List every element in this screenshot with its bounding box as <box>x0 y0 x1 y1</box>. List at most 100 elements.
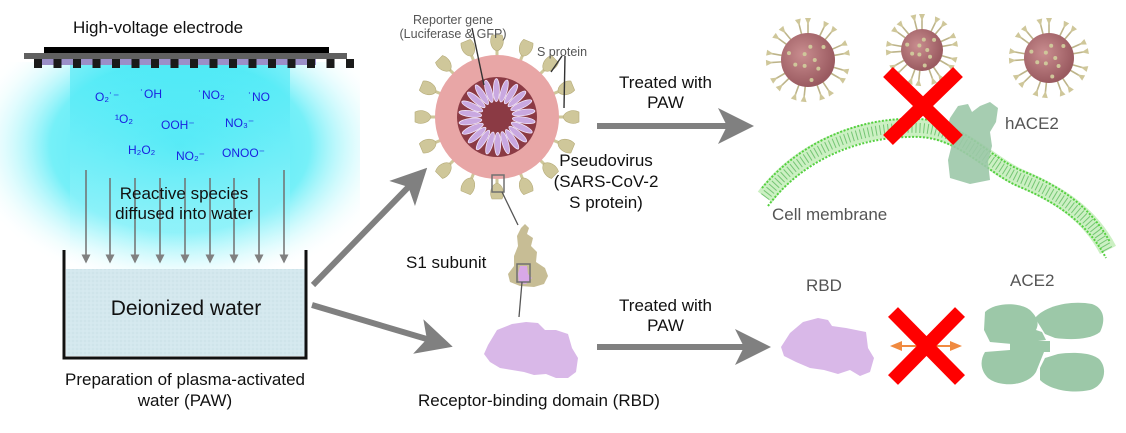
reporter-petal <box>458 117 483 126</box>
species-nitrite: NO₂⁻ <box>176 149 205 163</box>
reporter-petal <box>499 79 509 103</box>
reporter-petal <box>507 90 527 108</box>
blocked-binding-x-bottom <box>888 307 965 385</box>
rbd-shape <box>484 322 578 378</box>
hace2-receptor <box>946 102 998 184</box>
electrode-teeth <box>34 59 354 68</box>
bottom-treatment-line2: PAW <box>647 316 684 335</box>
electrode-tooth <box>73 59 81 68</box>
pseudovirus-particle <box>414 34 580 200</box>
diffusion-arrows <box>81 170 289 264</box>
reporter-leader-line <box>471 27 485 86</box>
spike-highlight-box <box>491 174 505 193</box>
reporter-petal <box>467 91 486 109</box>
electrode-tooth <box>248 59 257 68</box>
rbd-shape-treated <box>781 318 874 376</box>
cell-membrane <box>757 117 1117 259</box>
reporter-petal <box>511 116 536 125</box>
electrode-tooth <box>53 59 62 68</box>
reporter-petal <box>484 79 494 103</box>
reporter-petal <box>492 78 500 102</box>
reporter-petal <box>511 108 536 117</box>
water-container <box>62 250 308 360</box>
s1-subunit-label: S1 subunit <box>406 253 487 272</box>
virion <box>885 14 958 87</box>
s-protein-label: S protein <box>537 45 588 59</box>
diffusion-label-line1: Reactive species <box>119 184 249 203</box>
rbd-caption: Receptor-binding domain (RBD) <box>418 391 660 410</box>
species-nitric-oxide: ˙NO <box>248 90 270 104</box>
reporter-petal <box>508 125 527 143</box>
virion <box>1008 18 1089 99</box>
rbd-label: RBD <box>806 276 842 295</box>
reporter-petal <box>467 126 487 144</box>
reporter-gene-label-line2: (Luciferase & GFP) <box>399 27 507 41</box>
container-label: Deionized water <box>110 297 262 320</box>
top-treatment-line2: PAW <box>647 93 684 112</box>
reporter-petal <box>474 84 489 105</box>
species-hydroperoxyl: OOH⁻ <box>161 118 195 132</box>
reporter-gene <box>458 78 536 156</box>
electrode-tooth <box>92 59 101 68</box>
reporter-petal <box>503 83 519 105</box>
blocked-binding-x-top <box>883 66 963 146</box>
reporter-gene-label-line1: Reporter gene <box>413 13 493 27</box>
reporter-petal <box>500 131 510 155</box>
reporter-petal <box>505 129 520 150</box>
species-nitrogen-dioxide: ˙NO₂ <box>198 88 225 102</box>
arrow-to-pseudovirus <box>310 167 428 288</box>
electrode-tooth <box>346 59 354 68</box>
electrode-tooth <box>170 59 179 68</box>
reporter-petal <box>475 129 491 151</box>
s-protein-leader-2 <box>563 55 566 109</box>
paw-caption-line1: Preparation of plasma-activated <box>64 370 306 389</box>
ace2-label: ACE2 <box>1010 271 1055 290</box>
high-voltage-electrode <box>24 47 354 68</box>
species-hydrogen-peroxide: H₂O₂ <box>128 143 156 157</box>
reporter-petal <box>510 99 533 112</box>
electrode-tooth <box>268 59 276 68</box>
s-protein-leader-1 <box>550 55 563 73</box>
electrode-label: High-voltage electrode <box>73 18 244 37</box>
top-treatment-label: Treated with PAW <box>598 73 733 113</box>
species-peroxynitrite: ONOO⁻ <box>222 146 266 160</box>
ace2-dimer <box>981 302 1105 392</box>
spike-leader-line <box>501 191 519 226</box>
diffusion-label-line2: diffused into water <box>115 204 253 223</box>
species-hydroxyl: ˙OH <box>140 87 162 101</box>
paw-caption: Preparation of plasma-activated water (P… <box>30 369 340 411</box>
paw-caption-line2: water (PAW) <box>137 391 233 410</box>
electrode-tooth <box>190 59 198 68</box>
reporter-petal <box>461 100 484 113</box>
s1-subunit-shape <box>508 224 548 318</box>
pseudovirus-label: Pseudovirus (SARS-CoV-2 S protein) <box>551 150 661 213</box>
electrode-tooth <box>229 59 237 68</box>
electrode-tooth <box>34 59 42 68</box>
species-superoxide: O₂˙⁻ <box>95 90 120 104</box>
reporter-petal <box>510 121 533 134</box>
top-treatment-line1: Treated with <box>619 73 712 92</box>
virion <box>765 18 850 103</box>
reporter-gene-label: Reporter gene (Luciferase & GFP) <box>388 13 518 41</box>
pseudovirus-label-line3: S protein) <box>569 193 643 212</box>
bottom-treatment-label: Treated with PAW <box>598 296 733 336</box>
species-singlet-oxygen: ¹O₂ <box>115 112 133 126</box>
cell-membrane-label: Cell membrane <box>772 205 888 224</box>
reporter-petal <box>485 131 495 155</box>
inactivated-virions <box>765 14 1089 103</box>
electrode-tooth <box>307 59 315 68</box>
hace2-label: hACE2 <box>1005 114 1059 133</box>
bottom-treatment-line1: Treated with <box>619 296 712 315</box>
reporter-petal <box>458 109 483 118</box>
pseudovirus-label-line2: (SARS-CoV-2 <box>553 172 659 191</box>
electrode-tooth <box>326 59 335 68</box>
species-nitrate: NO₃⁻ <box>225 116 255 130</box>
electrode-tooth <box>112 59 120 68</box>
diffusion-label: Reactive species diffused into water <box>88 184 280 224</box>
reporter-petal <box>461 122 484 135</box>
pseudovirus-label-line1: Pseudovirus <box>559 151 653 170</box>
electrode-tooth <box>287 59 296 68</box>
plasma-glow <box>0 62 360 302</box>
